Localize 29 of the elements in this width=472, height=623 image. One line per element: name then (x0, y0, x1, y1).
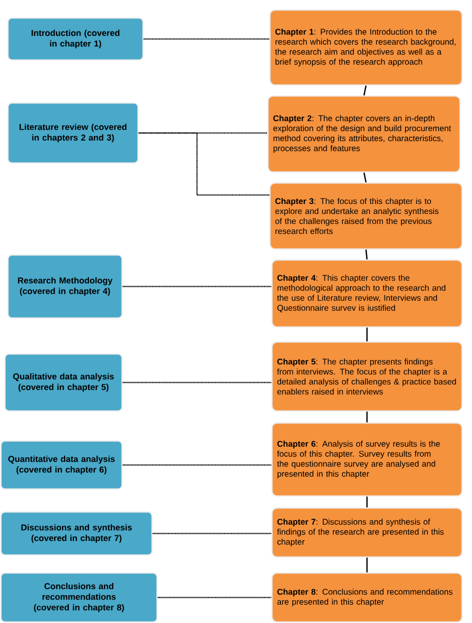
topic-box: Research Methodology (covered in chapter 4) (7, 254, 123, 319)
topic-box: Introduction (covered in chapter 1) (7, 17, 144, 61)
chapter-box: Chapter 3: The focus of this chapter is to explore and undertake an analytic synthesis of the challenges raised from the previous research efforts (269, 182, 463, 250)
chapter-box: Chapter 4: This chapter covers the methodological approach to the research and the use of Literature review, Interviews and Questionnaire survev is iustified (271, 259, 463, 328)
connector-line (138, 132, 270, 196)
connector-line (366, 412, 368, 422)
topic-box: Literature review (covered in chapters 2 and 3) (7, 102, 139, 164)
topic-box: Discussions and synthesis (covered in chapter 7) (0, 511, 153, 556)
connector-line (365, 250, 368, 260)
chapter-box: Chapter 8: Conclusions and recommendations are presented in this chapter (271, 572, 463, 623)
connector-line (366, 496, 368, 508)
connector-line (122, 464, 272, 466)
chapter-box: Chapter 7: Discussions and synthesis of findings of the research are presented in this chapter (271, 507, 463, 558)
connector-line (363, 85, 367, 96)
connector-line (158, 596, 272, 598)
connector-line (363, 172, 367, 183)
connector-line (144, 38, 270, 40)
chapter-box: Chapter 1: Provides the Introduction to the research which covers the research background, the research aim and objectives as well as a brief synopsis of the research approach (269, 9, 463, 86)
topic-box: Quantitative data analysis (covered in chapter 6) (0, 440, 123, 490)
connector-line (122, 286, 272, 288)
topic-box: Conclusions and recommendations (covered in chapter 8) (0, 572, 158, 623)
chapter-box: Chapter 5: The chapter presents findings from interviews. The focus of the chapter is a detailed analysis of challenges & practice based enablers raised in interviews (271, 341, 463, 412)
connector-line (366, 558, 368, 572)
connector-line (366, 328, 368, 342)
connector-line (152, 532, 272, 534)
chapter-box: Chapter 6: Analysis of survey results is the focus of this chapter. Survey results from the questionnaire survey are analysed and presented in this chapter (271, 422, 463, 497)
connector-line (122, 382, 272, 384)
chapter-box: Chapter 2: The chapter covers an in-depth exploration of the design and build procurement method covering its attributes, characteristics, processes and features (267, 95, 461, 173)
topic-box: Qualitative data analysis (covered in chapter 5) (4, 353, 123, 412)
